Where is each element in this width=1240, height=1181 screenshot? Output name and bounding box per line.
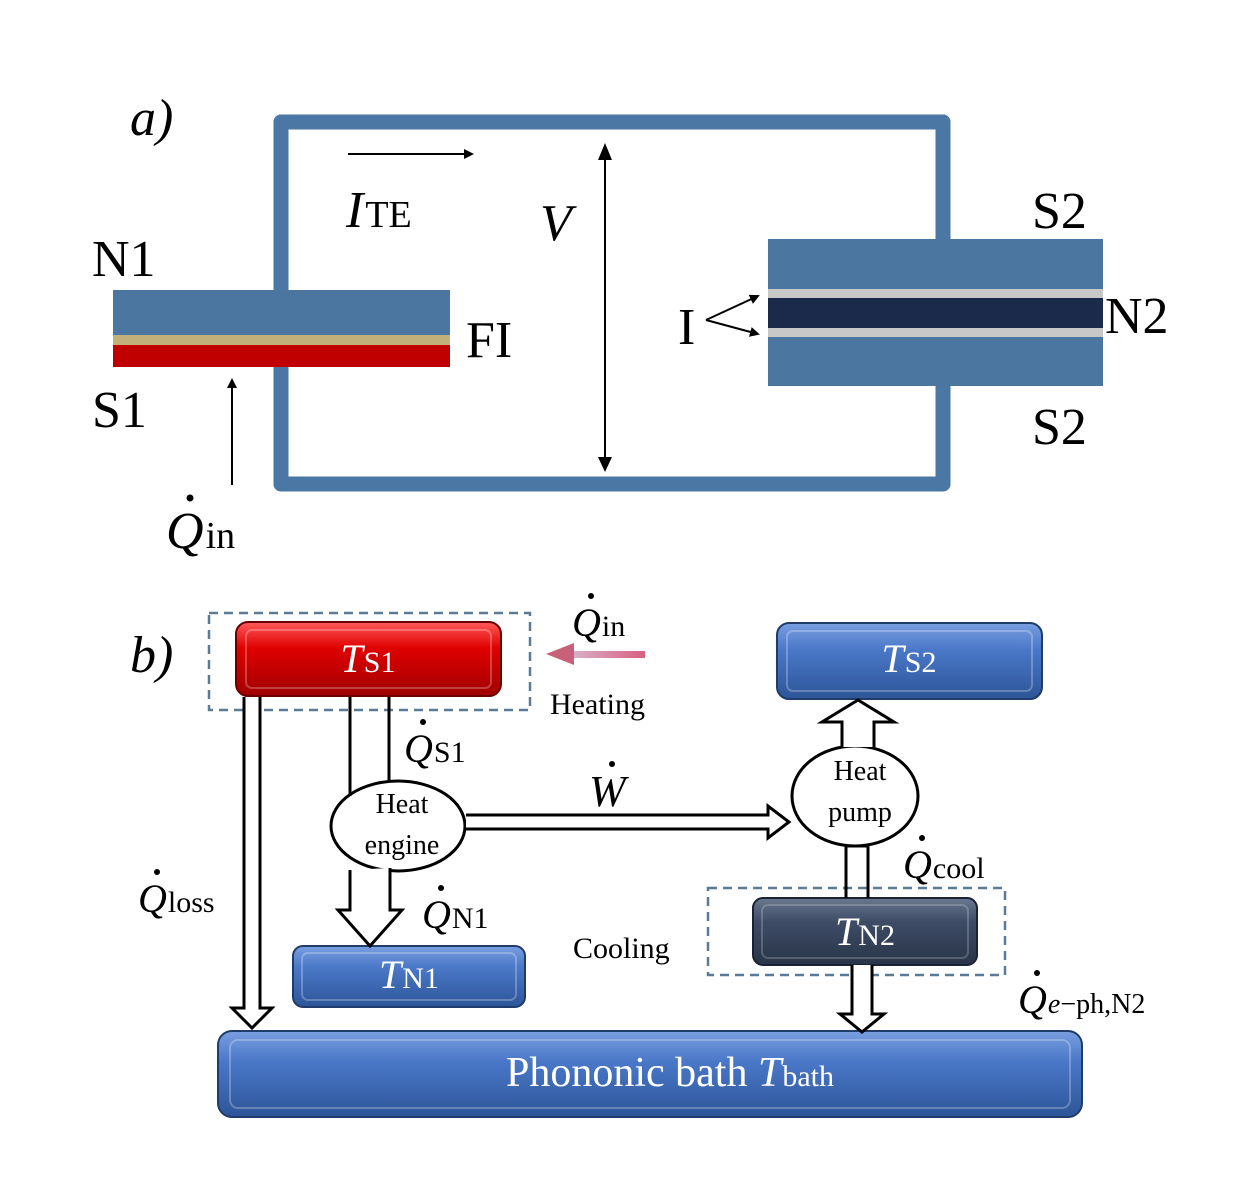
svg-text:Qloss: Qloss (138, 876, 215, 921)
tn2-box: TN2 (752, 897, 978, 966)
s1-label: S1 (92, 382, 147, 439)
voltage-label: V (540, 195, 577, 252)
junction-left (113, 290, 450, 367)
qn1-subscript: N1 (452, 902, 489, 935)
svg-text:TS1: TS1 (341, 636, 396, 681)
svg-text:Qin: Qin (572, 600, 625, 645)
heating-label: Heating (550, 688, 645, 721)
qn1-arrow (334, 868, 406, 949)
tn1-subscript: N1 (402, 962, 439, 995)
heat-engine-line2: engine (365, 830, 440, 861)
insulator-pointer (705, 294, 760, 337)
n2-label: N2 (1105, 288, 1169, 345)
insulator-arrow-bottom (705, 319, 760, 337)
n2-layer (768, 298, 1103, 328)
junction-right (768, 239, 1103, 386)
heating-arrow (546, 643, 645, 665)
heating-frame (207, 611, 532, 712)
tn2-subscript: N2 (858, 919, 895, 952)
heat-engine: Heat engine (329, 779, 467, 873)
svg-text:TS2: TS2 (882, 636, 937, 681)
bath-box: Phononic bath Tbath (217, 1030, 1083, 1118)
svg-text:QN1: QN1 (422, 892, 489, 937)
qcool-connector (844, 844, 870, 898)
ts1-symbol: T (341, 636, 366, 681)
n1-label: N1 (92, 231, 156, 288)
fi-label: FI (466, 312, 512, 369)
circuit-wires (273, 114, 951, 492)
insulator-bottom (768, 328, 1103, 337)
qcool-label: Qcool (903, 835, 985, 887)
heat-engine-line1: Heat (376, 789, 429, 820)
ts2-box: TS2 (776, 622, 1043, 700)
qloss-symbol: Q (138, 876, 167, 921)
qs1-label: QS1 (404, 719, 466, 771)
tn2-symbol: T (835, 909, 860, 954)
qeph-subscript-e: e (1048, 989, 1060, 1020)
qn1-symbol: Q (422, 892, 451, 937)
svg-text:Phononic bath Tbath: Phononic bath Tbath (506, 1050, 834, 1096)
qcool-subscript: cool (933, 852, 985, 885)
voltage-arrowhead-bottom (598, 457, 612, 472)
qeph-symbol: Q (1018, 977, 1047, 1022)
qin-b-symbol: Q (572, 600, 601, 645)
voltage-arrow (598, 143, 612, 472)
tn1-box: TN1 (292, 945, 526, 1008)
qloss-arrow (228, 697, 276, 1031)
ts1-box: TS1 (235, 621, 502, 697)
svg-text:QS1: QS1 (404, 726, 466, 771)
qin-label-a: Qin (166, 494, 235, 560)
insulator-arrow-top (705, 294, 760, 321)
heat-pump: Heat pump (790, 744, 920, 848)
w-label: W (589, 761, 629, 816)
ite-subscript: TE (365, 194, 411, 236)
heat-pump-line1: Heat (834, 756, 887, 787)
qin-a-dot (186, 494, 194, 502)
w-arrow (466, 802, 792, 842)
svg-text:Qcool: Qcool (903, 842, 985, 887)
panel-a-label: a) (130, 90, 173, 147)
svg-text:TN2: TN2 (835, 909, 895, 954)
insulator-top (768, 289, 1103, 298)
ts1-subscript: S1 (364, 646, 396, 679)
qs1-subscript: S1 (434, 736, 466, 769)
qin-label-b: Qin (572, 593, 625, 645)
pump-to-ts2-arrow (816, 698, 900, 747)
n1-layer (113, 290, 450, 335)
qeph-subscript-rest: −ph,N2 (1060, 989, 1145, 1020)
qs1-symbol: Q (404, 726, 433, 771)
insulator-label: I (678, 299, 695, 356)
qin-a-symbol: Q (166, 503, 204, 560)
qeph-arrow (835, 965, 889, 1034)
qin-a-subscript: in (206, 515, 236, 557)
voltage-arrowhead-top (598, 143, 612, 160)
qcool-symbol: Q (903, 842, 932, 887)
svg-text:Qin: Qin (166, 503, 235, 560)
qloss-subscript: loss (168, 886, 215, 919)
panel-b-label: b) (130, 627, 173, 684)
fi-layer (113, 335, 450, 345)
bath-subscript: bath (782, 1060, 834, 1093)
ite-label: ITE (345, 182, 412, 239)
cooling-label: Cooling (573, 932, 670, 965)
qeph-label: Qe−ph,N2 (1018, 970, 1145, 1022)
bath-symbol: T (758, 1050, 784, 1096)
svg-text:Qe−ph,N2: Qe−ph,N2 (1018, 977, 1145, 1022)
svg-text:TN1: TN1 (379, 952, 439, 997)
qin-b-subscript: in (602, 610, 625, 643)
bath-text: Phononic bath (506, 1050, 758, 1096)
s1-layer (113, 345, 450, 367)
heat-pump-line2: pump (828, 797, 892, 828)
s2-top-label: S2 (1032, 183, 1087, 240)
ts2-subscript: S2 (905, 646, 937, 679)
tn1-symbol: T (379, 952, 404, 997)
w-symbol: W (589, 767, 629, 816)
ite-symbol: I (345, 182, 366, 239)
qn1-label: QN1 (422, 885, 489, 937)
ts2-symbol: T (882, 636, 907, 681)
qloss-label: Qloss (138, 869, 215, 921)
s2-bottom-label: S2 (1032, 399, 1087, 456)
